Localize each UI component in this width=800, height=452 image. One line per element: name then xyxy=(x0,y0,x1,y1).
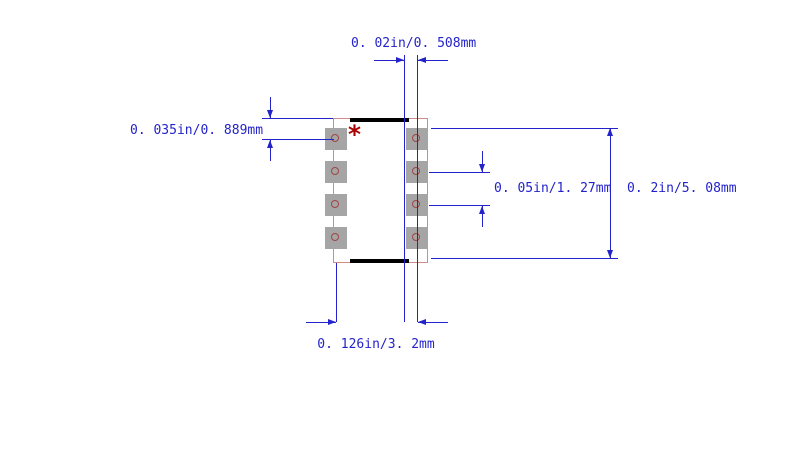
arrowhead-left-icon xyxy=(418,57,426,63)
pad-2 xyxy=(325,161,347,183)
dim-pad-width-label: 0. 02in/0. 508mm xyxy=(351,36,477,51)
pad-hole xyxy=(331,134,339,142)
dimension-leader xyxy=(270,140,271,161)
arrowhead-down-icon xyxy=(267,110,273,118)
dimension-leader xyxy=(482,151,483,172)
pad-hole xyxy=(412,200,420,208)
extension-line xyxy=(431,128,618,129)
extension-line xyxy=(417,55,418,322)
pad-hole xyxy=(331,200,339,208)
pad-hole xyxy=(331,233,339,241)
dimension-leader xyxy=(418,322,448,323)
arrowhead-right-icon xyxy=(328,319,336,325)
dimension-leader xyxy=(374,60,404,61)
extension-line xyxy=(262,118,333,119)
pad-hole xyxy=(412,233,420,241)
dim-pattern-height-label: 0. 2in/5. 08mm xyxy=(627,181,737,196)
arrowhead-up-icon xyxy=(267,140,273,148)
extension-line xyxy=(429,205,490,206)
arrowhead-down-icon xyxy=(607,250,613,258)
dimension-leader xyxy=(482,206,483,227)
extension-line xyxy=(336,263,337,322)
arrowhead-up-icon xyxy=(479,206,485,214)
pad-4 xyxy=(325,227,347,249)
dimension-leader xyxy=(270,97,271,118)
arrowhead-down-icon xyxy=(479,164,485,172)
extension-line xyxy=(431,258,618,259)
dimension-line xyxy=(610,128,611,259)
bottom-bar xyxy=(350,259,409,263)
pad-1 xyxy=(325,128,347,150)
pad-hole xyxy=(412,167,420,175)
dim-edge-offset-label: 0. 035in/0. 889mm xyxy=(130,123,264,138)
arrowhead-right-icon xyxy=(396,57,404,63)
dim-pin-pitch-label: 0. 05in/1. 27mm xyxy=(494,181,612,196)
dimension-leader xyxy=(418,60,448,61)
pad-hole xyxy=(412,134,420,142)
pin1-marker: * xyxy=(347,120,363,149)
top-polarity-bar xyxy=(350,118,409,122)
arrowhead-left-icon xyxy=(418,319,426,325)
extension-line xyxy=(404,55,405,322)
dim-pattern-width-label: 0. 126in/3. 2mm xyxy=(317,337,435,352)
pad-hole xyxy=(331,167,339,175)
extension-line xyxy=(429,172,490,173)
dimension-leader xyxy=(306,322,336,323)
extension-line xyxy=(262,139,334,140)
pad-3 xyxy=(325,194,347,216)
arrowhead-up-icon xyxy=(607,128,613,136)
